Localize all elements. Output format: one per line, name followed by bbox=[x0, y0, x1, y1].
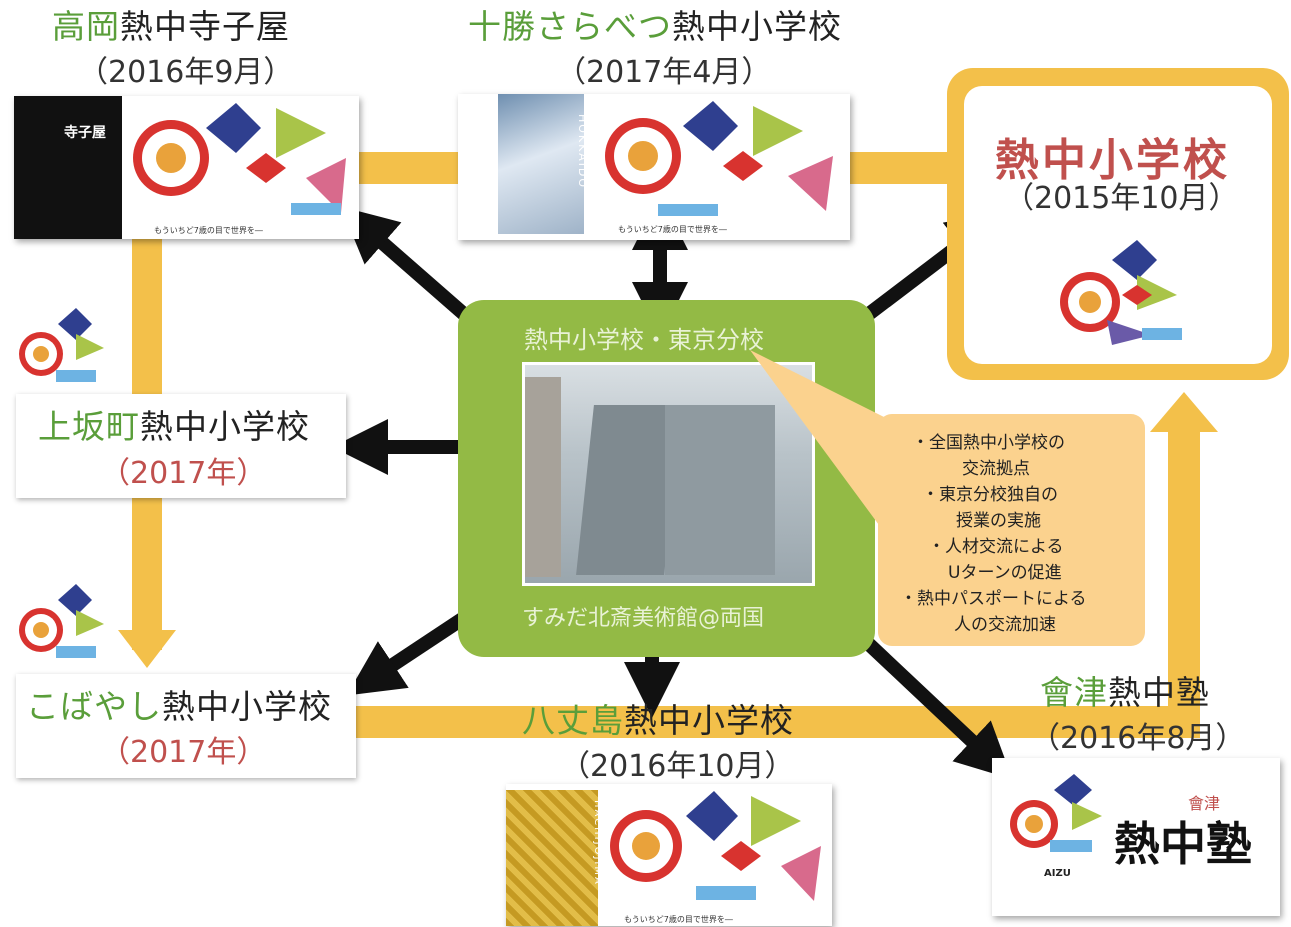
hachijo-name-prefix: 八丈島 bbox=[522, 701, 624, 740]
aizu-logo-text: AIZU bbox=[1044, 868, 1071, 879]
aizu-small-text: 會津 bbox=[1188, 794, 1221, 813]
kamisaka-name-prefix: 上坂町 bbox=[38, 407, 140, 446]
connector-right-vertical bbox=[1168, 425, 1200, 738]
hachijo-poster-caption: もういちど7歳の目で世界を― bbox=[624, 915, 733, 924]
aizu-logo-icon bbox=[1010, 774, 1102, 852]
takaoka-poster-graphics bbox=[133, 103, 346, 215]
takaoka-name-suffix: 熱中寺子屋 bbox=[120, 7, 290, 46]
aizu-date: （2016年8月） bbox=[1030, 721, 1246, 756]
tokachi-poster-title: HOKKAIDO bbox=[576, 114, 589, 190]
main-school-logo-icon bbox=[1060, 240, 1182, 345]
takaoka-poster-black-panel bbox=[14, 96, 122, 239]
kamisaka-logo-icon bbox=[19, 308, 104, 382]
main-school-date: （2015年10月） bbox=[1004, 181, 1239, 216]
aizu-name-prefix: 會津 bbox=[1040, 673, 1108, 712]
kamisaka-name-suffix: 熱中小学校 bbox=[140, 407, 310, 446]
callout-line-6: Uターンの促進 bbox=[948, 563, 1062, 583]
hachijo-poster-gold-panel bbox=[506, 790, 598, 926]
aizu-title: 會津熱中塾 bbox=[1040, 676, 1210, 709]
aizu-name-suffix: 熱中塾 bbox=[1108, 673, 1210, 712]
callout-line-3: ・東京分校独自の bbox=[922, 485, 1058, 505]
connector-left-arrowhead bbox=[118, 630, 176, 668]
kobayashi-title: こばやし熱中小学校 bbox=[26, 690, 332, 723]
tokachi-title: 十勝さらべつ熱中小学校 bbox=[468, 10, 842, 43]
takaoka-date: （2016年9月） bbox=[78, 55, 294, 90]
main-school-title: 熱中小学校 bbox=[995, 135, 1230, 186]
takaoka-poster-caption: もういちど7歳の目で世界を― bbox=[154, 226, 263, 235]
tokyo-branch-title: 熱中小学校・東京分校 bbox=[524, 326, 764, 354]
tokachi-poster-snow-panel bbox=[498, 94, 584, 234]
kobayashi-name-suffix: 熱中小学校 bbox=[162, 687, 332, 726]
callout-line-2: 交流拠点 bbox=[962, 459, 1030, 479]
callout-line-4: 授業の実施 bbox=[956, 511, 1041, 531]
callout-line-1: ・全国熱中小学校の bbox=[912, 433, 1065, 453]
kobayashi-card bbox=[16, 674, 356, 778]
photo-side-building bbox=[525, 377, 561, 577]
kobayashi-logo-icon bbox=[19, 584, 104, 658]
photo-building-right bbox=[665, 405, 775, 575]
kamisaka-card bbox=[16, 394, 346, 498]
hachijo-title: 八丈島熱中小学校 bbox=[522, 704, 794, 737]
connector-bottom-band bbox=[340, 706, 1200, 738]
tokachi-poster-graphics bbox=[605, 101, 833, 216]
hachijo-poster-title: HACHIJOJIMA bbox=[592, 800, 603, 886]
features-callout: ・全国熱中小学校の 交流拠点 ・東京分校独自の 授業の実施 ・人材交流による U… bbox=[878, 414, 1145, 646]
takaoka-poster: 寺子屋 もういちど7歳の目で世界を― bbox=[14, 96, 359, 239]
tokachi-poster: HOKKAIDO もういちど7歳の目で世界を― bbox=[458, 94, 850, 240]
tokachi-name-prefix: 十勝さらべつ bbox=[468, 7, 672, 46]
takaoka-poster-title: 寺子屋 bbox=[64, 125, 106, 141]
callout-line-7: ・熱中パスポートによる bbox=[900, 589, 1087, 609]
hachijo-date: （2016年10月） bbox=[560, 749, 795, 784]
aizu-card: AIZU 會津 熱中塾 bbox=[992, 758, 1280, 916]
sumida-museum-photo bbox=[522, 362, 815, 586]
takaoka-name-prefix: 高岡 bbox=[52, 7, 120, 46]
hachijo-poster: HACHIJOJIMA もういちど7歳の目で世界を― bbox=[506, 784, 832, 926]
takaoka-title: 高岡熱中寺子屋 bbox=[52, 10, 290, 43]
connector-right-arrowhead bbox=[1150, 392, 1218, 432]
tokachi-name-suffix: 熱中小学校 bbox=[672, 7, 842, 46]
tokachi-poster-caption: もういちど7歳の目で世界を― bbox=[618, 225, 727, 234]
aizu-brush-text: 熱中塾 bbox=[1114, 817, 1252, 871]
hachijo-name-suffix: 熱中小学校 bbox=[624, 701, 794, 740]
main-school-panel bbox=[964, 86, 1272, 364]
kobayashi-date: （2017年） bbox=[100, 735, 267, 770]
kobayashi-name-prefix: こばやし bbox=[26, 687, 162, 726]
hachijo-poster-graphics bbox=[610, 791, 821, 901]
kamisaka-title: 上坂町熱中小学校 bbox=[38, 410, 310, 443]
callout-line-5: ・人材交流による bbox=[928, 537, 1064, 557]
callout-line-8: 人の交流加速 bbox=[954, 615, 1056, 635]
tokachi-date: （2017年4月） bbox=[556, 55, 772, 90]
kamisaka-date: （2017年） bbox=[100, 456, 267, 491]
tokyo-branch-subtitle: すみだ北斎美術館@両国 bbox=[522, 606, 765, 631]
callout-pointer bbox=[750, 350, 890, 540]
